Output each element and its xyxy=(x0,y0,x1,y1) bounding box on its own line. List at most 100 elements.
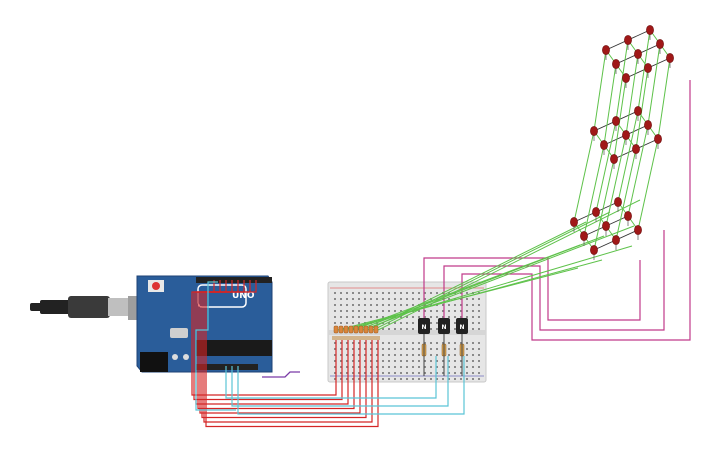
breadboard-hole[interactable] xyxy=(346,372,348,374)
breadboard-hole[interactable] xyxy=(394,304,396,306)
breadboard-hole[interactable] xyxy=(460,304,462,306)
breadboard-hole[interactable] xyxy=(436,342,438,344)
breadboard-hole[interactable] xyxy=(376,316,378,318)
breadboard-hole[interactable] xyxy=(472,298,474,300)
breadboard-hole[interactable] xyxy=(472,304,474,306)
breadboard-hole[interactable] xyxy=(340,322,342,324)
breadboard-hole[interactable] xyxy=(346,316,348,318)
breadboard-hole[interactable] xyxy=(460,316,462,318)
breadboard-hole[interactable] xyxy=(430,310,432,312)
breadboard-hole[interactable] xyxy=(388,310,390,312)
breadboard-hole[interactable] xyxy=(340,316,342,318)
breadboard-hole[interactable] xyxy=(346,342,348,344)
breadboard-hole[interactable] xyxy=(406,304,408,306)
breadboard-hole[interactable] xyxy=(364,360,366,362)
led[interactable] xyxy=(614,197,622,212)
breadboard-hole[interactable] xyxy=(454,342,456,344)
breadboard-hole[interactable] xyxy=(472,342,474,344)
breadboard-hole[interactable] xyxy=(436,310,438,312)
breadboard-hole[interactable] xyxy=(382,310,384,312)
breadboard-hole[interactable] xyxy=(454,348,456,350)
breadboard-hole[interactable] xyxy=(400,360,402,362)
breadboard-hole[interactable] xyxy=(460,342,462,344)
breadboard-hole[interactable] xyxy=(430,342,432,344)
breadboard-hole[interactable] xyxy=(364,316,366,318)
breadboard-hole[interactable] xyxy=(412,316,414,318)
breadboard-hole[interactable] xyxy=(394,310,396,312)
breadboard-hole[interactable] xyxy=(340,372,342,374)
breadboard-hole[interactable] xyxy=(454,328,456,330)
breadboard-hole[interactable] xyxy=(436,292,438,294)
breadboard-hole[interactable] xyxy=(430,372,432,374)
breadboard-hole[interactable] xyxy=(352,322,354,324)
breadboard-hole[interactable] xyxy=(454,366,456,368)
breadboard-hole[interactable] xyxy=(358,304,360,306)
breadboard-hole[interactable] xyxy=(454,298,456,300)
breadboard-hole[interactable] xyxy=(382,360,384,362)
breadboard-hole[interactable] xyxy=(364,366,366,368)
breadboard-hole[interactable] xyxy=(400,304,402,306)
led[interactable] xyxy=(656,39,664,54)
resistor[interactable] xyxy=(343,325,349,334)
breadboard-hole[interactable] xyxy=(400,348,402,350)
breadboard-hole[interactable] xyxy=(412,342,414,344)
breadboard-hole[interactable] xyxy=(448,316,450,318)
breadboard-hole[interactable] xyxy=(400,378,402,380)
breadboard-hole[interactable] xyxy=(334,378,336,380)
breadboard-hole[interactable] xyxy=(352,310,354,312)
breadboard-hole[interactable] xyxy=(340,366,342,368)
breadboard-hole[interactable] xyxy=(412,354,414,356)
breadboard-hole[interactable] xyxy=(460,360,462,362)
breadboard-hole[interactable] xyxy=(472,328,474,330)
breadboard-hole[interactable] xyxy=(388,304,390,306)
breadboard-hole[interactable] xyxy=(394,372,396,374)
breadboard-hole[interactable] xyxy=(334,322,336,324)
breadboard-holes[interactable] xyxy=(334,292,480,380)
breadboard-hole[interactable] xyxy=(358,310,360,312)
breadboard-hole[interactable] xyxy=(376,354,378,356)
breadboard-hole[interactable] xyxy=(370,360,372,362)
breadboard-hole[interactable] xyxy=(376,366,378,368)
breadboard-hole[interactable] xyxy=(358,342,360,344)
breadboard-hole[interactable] xyxy=(418,310,420,312)
led[interactable] xyxy=(600,140,608,155)
breadboard-hole[interactable] xyxy=(430,316,432,318)
led[interactable] xyxy=(646,25,654,40)
breadboard-hole[interactable] xyxy=(478,378,480,380)
breadboard-hole[interactable] xyxy=(358,322,360,324)
breadboard-hole[interactable] xyxy=(406,348,408,350)
breadboard-hole[interactable] xyxy=(460,292,462,294)
breadboard-hole[interactable] xyxy=(340,378,342,380)
breadboard-hole[interactable] xyxy=(394,378,396,380)
breadboard-hole[interactable] xyxy=(370,342,372,344)
breadboard-hole[interactable] xyxy=(418,366,420,368)
breadboard-hole[interactable] xyxy=(382,328,384,330)
led[interactable] xyxy=(624,35,632,50)
breadboard-hole[interactable] xyxy=(418,372,420,374)
breadboard-hole[interactable] xyxy=(376,292,378,294)
breadboard-hole[interactable] xyxy=(412,304,414,306)
breadboard-hole[interactable] xyxy=(400,316,402,318)
breadboard-hole[interactable] xyxy=(424,378,426,380)
breadboard-hole[interactable] xyxy=(466,310,468,312)
breadboard-hole[interactable] xyxy=(352,316,354,318)
breadboard-hole[interactable] xyxy=(442,360,444,362)
breadboard-hole[interactable] xyxy=(412,372,414,374)
breadboard-hole[interactable] xyxy=(364,298,366,300)
breadboard-hole[interactable] xyxy=(478,354,480,356)
breadboard-hole[interactable] xyxy=(466,342,468,344)
led[interactable] xyxy=(622,130,630,145)
breadboard-hole[interactable] xyxy=(406,360,408,362)
led[interactable] xyxy=(622,73,630,88)
breadboard-hole[interactable] xyxy=(448,348,450,350)
breadboard-hole[interactable] xyxy=(418,360,420,362)
digital-pin-header[interactable] xyxy=(196,277,272,283)
breadboard-hole[interactable] xyxy=(376,342,378,344)
breadboard-hole[interactable] xyxy=(442,366,444,368)
breadboard-hole[interactable] xyxy=(364,354,366,356)
breadboard-hole[interactable] xyxy=(466,378,468,380)
breadboard-hole[interactable] xyxy=(388,372,390,374)
breadboard-hole[interactable] xyxy=(406,354,408,356)
breadboard-hole[interactable] xyxy=(436,354,438,356)
resistor[interactable] xyxy=(348,325,354,334)
